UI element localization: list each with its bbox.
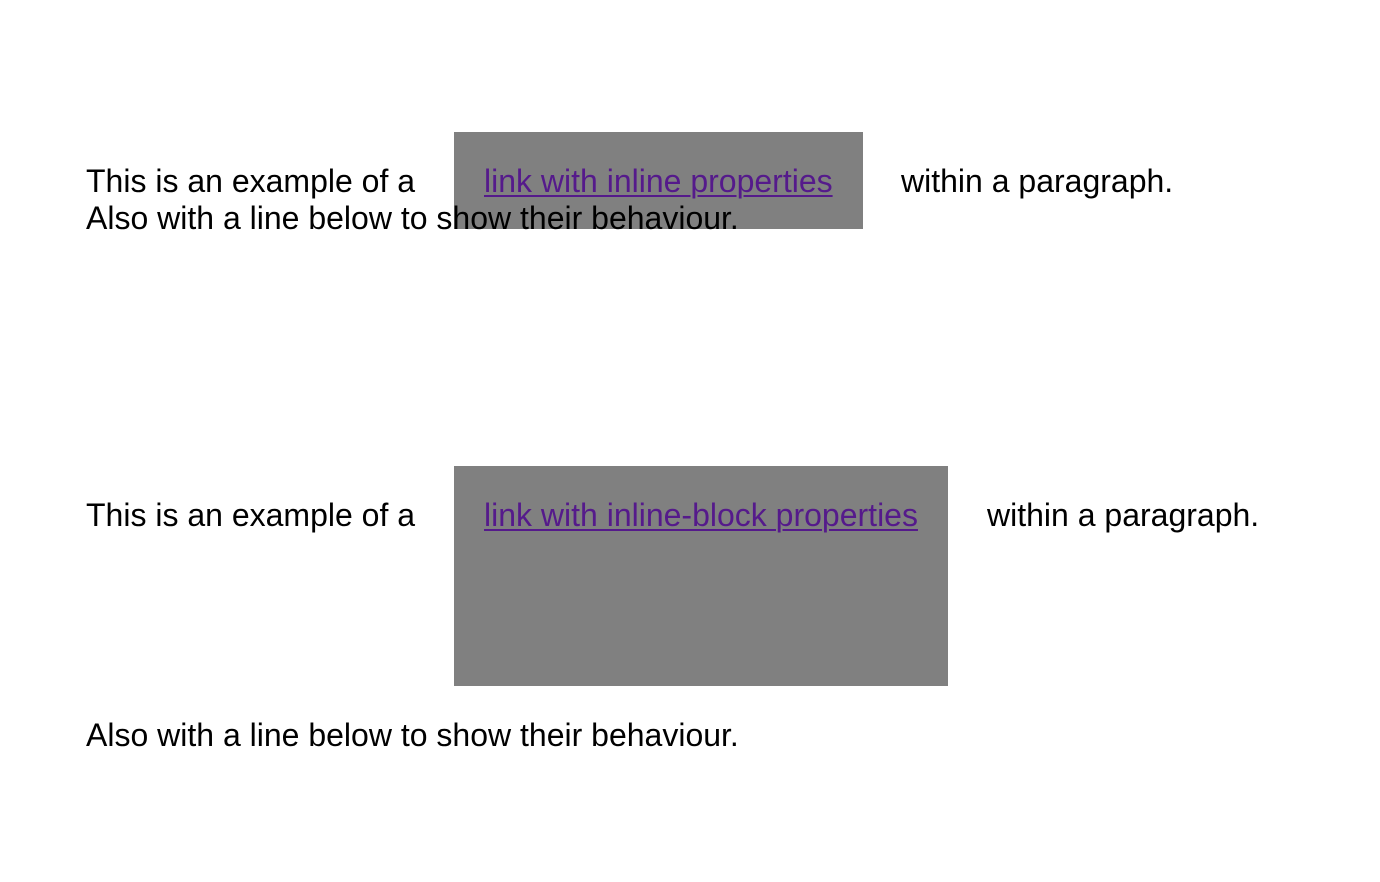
inline-block-link-box	[454, 466, 948, 686]
inline-example-line-below: Also with a line below to show their beh…	[86, 200, 739, 236]
inline-block-properties-link[interactable]: link with inline-block properties	[484, 497, 918, 533]
inline-block-example-after-text: within a paragraph.	[987, 497, 1260, 533]
inline-link-box	[454, 132, 863, 229]
inline-properties-link[interactable]: link with inline properties	[484, 163, 833, 199]
inline-example-before-text: This is an example of a	[86, 163, 416, 199]
inline-block-example-line-below: Also with a line below to show their beh…	[86, 717, 739, 753]
inline-block-example-before-text: This is an example of a	[86, 497, 416, 533]
inline-example-after-text: within a paragraph.	[901, 163, 1174, 199]
